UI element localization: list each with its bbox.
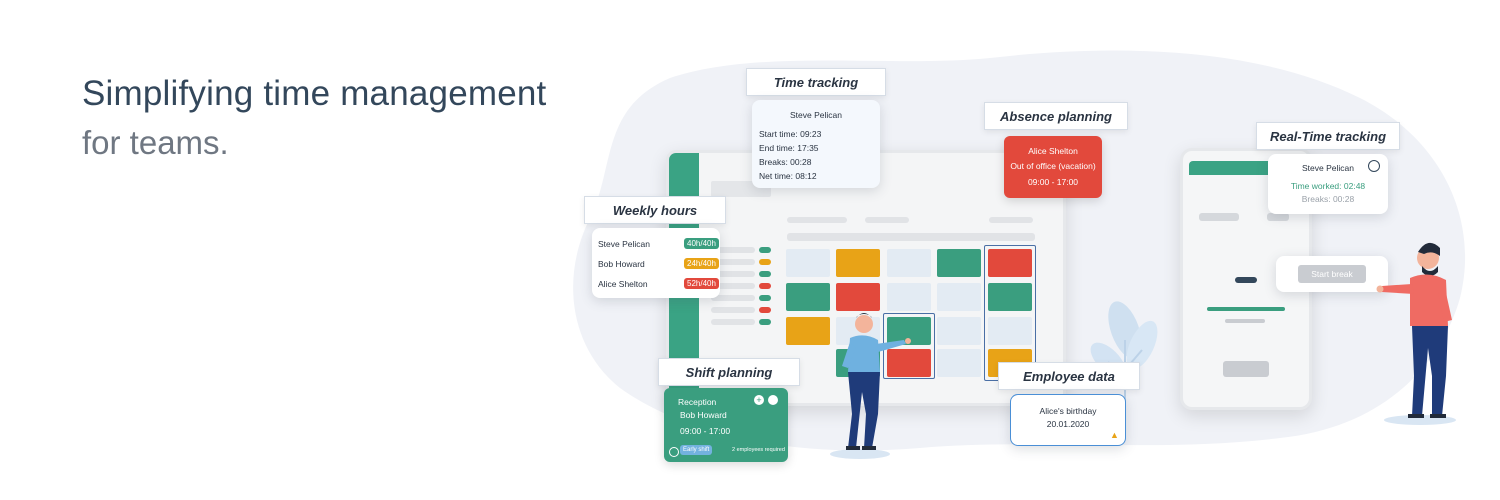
phone-placeholder (1225, 319, 1265, 323)
schedule-cell[interactable] (836, 249, 880, 277)
schedule-cell[interactable] (937, 317, 981, 345)
weekly-row-hours: 52h/40h (684, 278, 719, 289)
required-text: 2 employees required (732, 447, 785, 453)
plant-illustration (1090, 301, 1158, 410)
time-tracking-label: Time tracking (746, 68, 886, 96)
absence-card: Alice Shelton Out of office (vacation) 0… (1004, 136, 1102, 198)
board-status-dots (759, 247, 771, 331)
weekly-row-hours: 40h/40h (684, 238, 719, 249)
clock-icon (1368, 160, 1380, 172)
time-tracking-card: Steve Pelican Start time: 09:23 End time… (752, 100, 880, 188)
employee-data-label: Employee data (998, 362, 1140, 390)
weekly-hours-label: Weekly hours (584, 196, 726, 224)
realtime-card: Steve Pelican Time worked: 02:48 Breaks:… (1268, 154, 1388, 214)
start-break-button[interactable]: Start break (1298, 265, 1366, 283)
person-illustration (830, 313, 911, 459)
start-break-card: Start break (1276, 256, 1388, 292)
weekly-hours-card: Steve Pelican 40h/40h Bob Howard 24h/40h… (592, 228, 720, 298)
avatar-icon (768, 395, 778, 405)
board-placeholder (787, 217, 847, 223)
employee-date: 20.01.2020 (1046, 419, 1090, 429)
weekly-row-name: Bob Howard (598, 259, 645, 269)
absence-reason: Out of office (vacation) (1010, 161, 1096, 171)
start-time: Start time: 09:23 (759, 129, 822, 139)
absence-planning-label: Absence planning (984, 102, 1128, 130)
schedule-cell[interactable] (786, 283, 830, 311)
schedule-cell[interactable] (937, 249, 981, 277)
repeat-icon (669, 447, 679, 457)
phone-placeholder (1267, 213, 1289, 221)
weekly-row-name: Alice Shelton (598, 279, 648, 289)
shift-employee: Bob Howard (680, 410, 727, 420)
end-time: End time: 17:35 (759, 143, 819, 153)
time-worked: Time worked: 02:48 (1290, 181, 1366, 191)
board-list (711, 247, 755, 403)
employee-data-card: Alice's birthday 20.01.2020 ▲ (1010, 394, 1126, 446)
weekly-row-name: Steve Pelican (598, 239, 650, 249)
schedule-cell[interactable] (887, 283, 931, 311)
employee-event: Alice's birthday (1039, 406, 1097, 416)
phone-indicator (1235, 277, 1257, 283)
person-illustration (1376, 242, 1456, 425)
add-icon[interactable]: + (754, 395, 764, 405)
phone-button-placeholder (1223, 361, 1269, 377)
schedule-cell[interactable] (988, 283, 1032, 311)
shift-area: Reception (678, 397, 717, 407)
realtime-tracking-label: Real-Time tracking (1256, 122, 1400, 150)
schedule-cell[interactable] (786, 249, 830, 277)
schedule-cell[interactable] (786, 317, 830, 345)
weekly-row-hours: 24h/40h (684, 258, 719, 269)
schedule-cell[interactable] (988, 317, 1032, 345)
hero-subtitle: for teams. (82, 124, 229, 161)
schedule-cell[interactable] (937, 349, 981, 377)
hero-title: Simplifying time management (82, 74, 547, 113)
employee-name: Steve Pelican (790, 110, 842, 120)
board-placeholder (989, 217, 1033, 223)
schedule-cell[interactable] (836, 283, 880, 311)
shift-hours: 09:00 - 17:00 (680, 426, 731, 436)
board-placeholder (787, 233, 1035, 241)
break-time: Breaks: 00:28 (759, 157, 812, 167)
net-time: Net time: 08:12 (759, 171, 817, 181)
realtime-name: Steve Pelican (1302, 163, 1354, 173)
schedule-cell[interactable] (887, 349, 931, 377)
absence-hours: 09:00 - 17:00 (1027, 177, 1079, 187)
schedule-cell[interactable] (937, 283, 981, 311)
party-icon: ▲ (1110, 430, 1119, 440)
shift-planning-label: Shift planning (658, 358, 800, 386)
shift-badge: Early shift (680, 445, 713, 455)
column-selection-outline (984, 245, 1036, 381)
schedule-cell[interactable] (887, 249, 931, 277)
realtime-breaks: Breaks: 00:28 (1301, 194, 1355, 204)
schedule-cell[interactable] (988, 249, 1032, 277)
board-placeholder (865, 217, 909, 223)
phone-progress (1207, 307, 1285, 311)
shift-card: Reception + Bob Howard 09:00 - 17:00 Ear… (664, 388, 788, 462)
absence-name: Alice Shelton (1028, 146, 1078, 156)
phone-placeholder (1199, 213, 1239, 221)
